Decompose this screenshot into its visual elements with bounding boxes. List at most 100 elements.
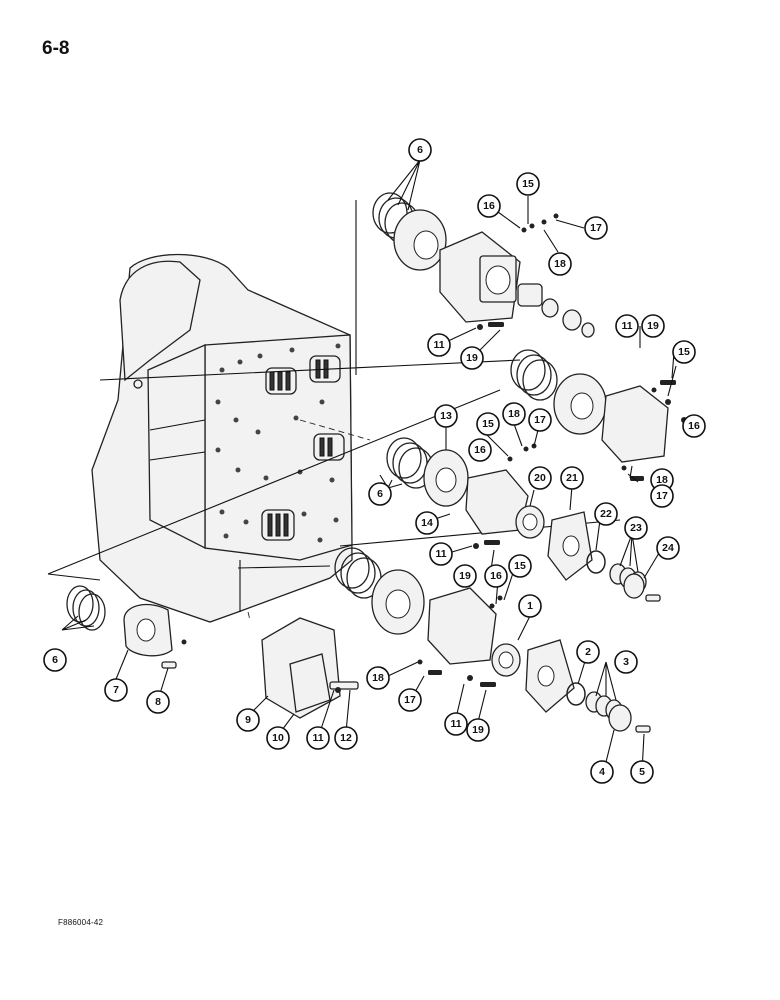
- guide-line-upper: [99, 200, 521, 381]
- lower-valve-group: [334, 547, 651, 733]
- callout-23: 23: [624, 516, 648, 540]
- callout-15-top: 15: [516, 172, 540, 196]
- callout-text: 19: [466, 352, 478, 364]
- callout-text: 17: [656, 490, 668, 502]
- callout-21: 21: [560, 466, 584, 490]
- callout-16-right: 16: [682, 414, 706, 438]
- callout-text: 15: [482, 418, 494, 430]
- callout-4: 4: [590, 760, 614, 784]
- callout-text: 15: [514, 560, 526, 572]
- callout-text: 21: [566, 472, 578, 484]
- callout-11-right: 11: [615, 314, 639, 338]
- callout-text: 2: [585, 646, 591, 658]
- callout-13: 13: [434, 404, 458, 428]
- callout-text: 23: [630, 522, 642, 534]
- callout-text: 8: [155, 696, 161, 708]
- callout-text: 4: [599, 766, 605, 778]
- callout-15-low: 15: [508, 554, 532, 578]
- callout-text: 7: [113, 684, 119, 696]
- right-valve-group: [510, 349, 669, 463]
- callout-14: 14: [415, 511, 439, 535]
- callout-15-mid: 15: [476, 412, 500, 436]
- callout-18-top: 18: [548, 252, 572, 276]
- callout-text: 18: [508, 408, 520, 420]
- callout-text: 17: [590, 222, 602, 234]
- callout-9: 9: [236, 708, 260, 732]
- callout-text: 18: [554, 258, 566, 270]
- callout-text: 16: [490, 570, 502, 582]
- callout-text: 17: [534, 414, 546, 426]
- callout-6-mid: 6: [368, 482, 392, 506]
- callout-text: 14: [421, 517, 433, 529]
- callout-19-mid: 19: [453, 564, 477, 588]
- middle-valve-group: [386, 437, 661, 602]
- callout-19-right: 19: [641, 314, 665, 338]
- callout-text: 3: [623, 656, 629, 668]
- guide-dash: [247, 419, 371, 621]
- callout-text: 18: [656, 474, 668, 486]
- callout-1: 1: [518, 594, 542, 618]
- callout-text: 9: [245, 714, 251, 726]
- callout-text: 16: [483, 200, 495, 212]
- callout-5: 5: [630, 760, 654, 784]
- callout-6-left: 6: [43, 648, 67, 672]
- callout-text: 16: [474, 444, 486, 456]
- callout-11-top: 11: [427, 333, 451, 357]
- callout-11-low: 11: [306, 726, 330, 750]
- callout-3: 3: [614, 650, 638, 674]
- callout-17-low: 17: [398, 688, 422, 712]
- callout-18-mid: 18: [502, 402, 526, 426]
- callout-text: 19: [647, 320, 659, 332]
- callout-16-low: 16: [484, 564, 508, 588]
- callout-text: 20: [534, 472, 546, 484]
- callout-15-right: 15: [672, 340, 696, 364]
- callout-text: 1: [527, 600, 533, 612]
- callout-2: 2: [576, 640, 600, 664]
- callout-text: 11: [433, 339, 444, 351]
- left-group: [66, 585, 187, 669]
- callout-text: 11: [450, 718, 461, 730]
- callout-text: 5: [639, 766, 645, 778]
- callout-text: 10: [272, 732, 284, 744]
- callout-text: 15: [522, 178, 534, 190]
- callout-text: 19: [472, 724, 484, 736]
- callout-17-mid: 17: [528, 408, 552, 432]
- callout-11-bottom: 11: [444, 712, 468, 736]
- callout-text: 15: [678, 346, 690, 358]
- figure-code: F886004-42: [58, 918, 104, 927]
- callout-11-mid: 11: [429, 542, 453, 566]
- callout-text: 6: [52, 654, 58, 666]
- cover-plate-group: [261, 617, 359, 719]
- callout-10: 10: [266, 726, 290, 750]
- callout-text: 6: [417, 144, 423, 156]
- callout-7: 7: [104, 678, 128, 702]
- callout-text: 6: [377, 488, 383, 500]
- callout-16-mid: 16: [468, 438, 492, 462]
- callout-text: 11: [435, 548, 446, 560]
- callout-24: 24: [656, 536, 680, 560]
- callout-8: 8: [146, 690, 170, 714]
- callout-text: 13: [440, 410, 452, 422]
- page-number: 6-8: [42, 38, 70, 59]
- callout-19-bottom: 19: [466, 718, 490, 742]
- callout-text: 18: [372, 672, 384, 684]
- callout-text: 12: [340, 732, 352, 744]
- callout-17-top: 17: [584, 216, 608, 240]
- callout-18-low: 18: [366, 666, 390, 690]
- transmission-housing: [91, 253, 353, 623]
- callout-text: 22: [600, 508, 612, 520]
- callout-12: 12: [334, 726, 358, 750]
- callout-17-right: 17: [650, 484, 674, 508]
- callout-19-top: 19: [460, 346, 484, 370]
- callout-text: 16: [688, 420, 700, 432]
- callout-text: 11: [621, 320, 632, 332]
- callout-text: 19: [459, 570, 471, 582]
- callout-16-top: 16: [477, 194, 501, 218]
- callout-6-top: 6: [408, 138, 432, 162]
- callout-20: 20: [528, 466, 552, 490]
- callout-text: 11: [312, 732, 323, 744]
- top-clutch-pack: [372, 192, 595, 338]
- callout-22: 22: [594, 502, 618, 526]
